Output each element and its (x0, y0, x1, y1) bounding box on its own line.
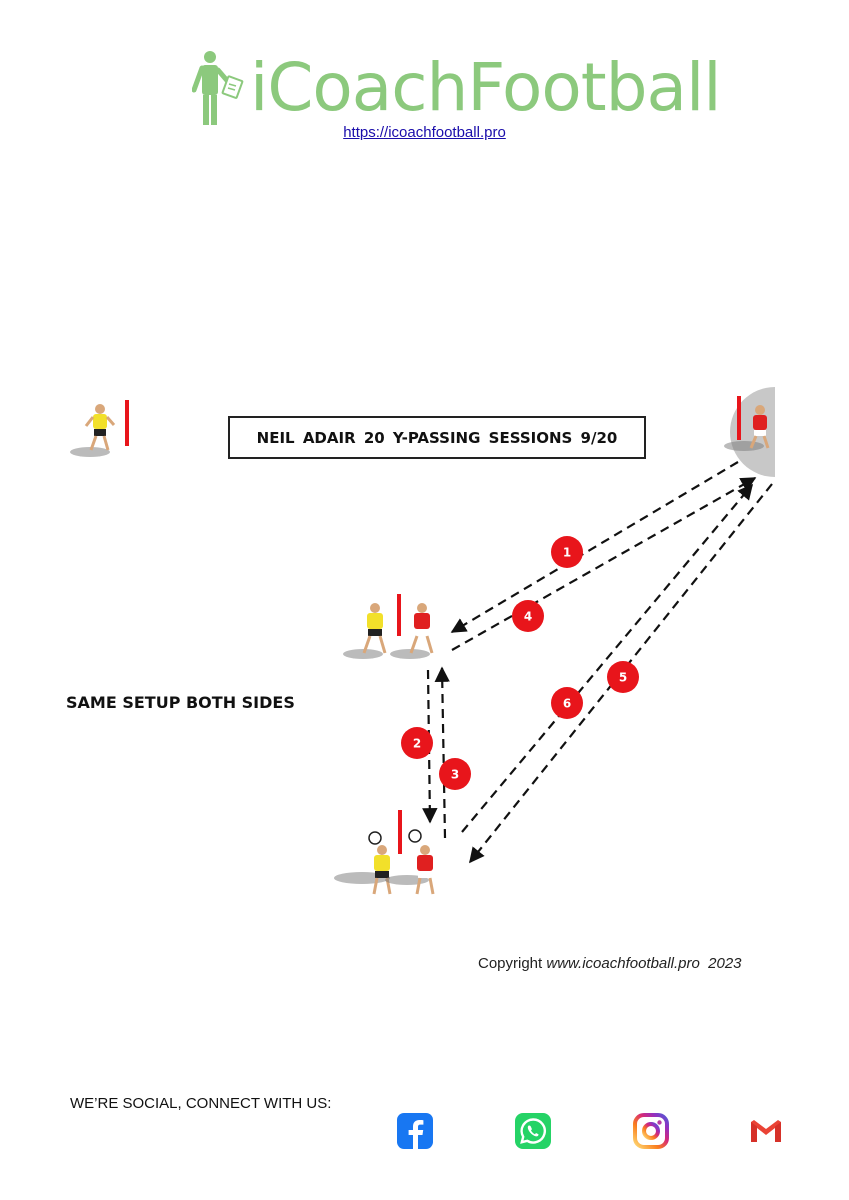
pass-badge-1: 1 (551, 536, 583, 568)
social-label: WE’RE SOCIAL, CONNECT WITH US: (70, 1095, 332, 1112)
site-link[interactable]: https://icoachfootball.pro (343, 124, 506, 141)
marker-pole (398, 810, 402, 854)
pass-arrows (422, 461, 773, 864)
player-red-bottom (385, 829, 435, 895)
player-yellow-bottom (334, 831, 392, 895)
copyright-text: Copyright www.icoachfootball.pro 2023 (478, 955, 742, 972)
coach-with-clipboard-icon (192, 51, 244, 125)
facebook-icon[interactable] (396, 1112, 434, 1150)
player-yellow-topleft (70, 404, 116, 457)
instagram-icon[interactable] (632, 1112, 670, 1150)
copyright-year: 2023 (708, 955, 742, 972)
player-yellow-middle (343, 603, 387, 659)
session-title: NEIL ADAIR 20 Y-PASSING SESSIONS 9/20 (228, 416, 646, 459)
pass-badge-5: 5 (607, 661, 639, 693)
drill-diagram: 1 4 5 6 2 3 .pass-num { fill: #fff; font… (70, 387, 775, 895)
setup-note: SAME SETUP BOTH SIDES (66, 693, 295, 712)
gmail-icon[interactable] (747, 1112, 785, 1150)
pass-badges: 1 4 5 6 2 3 (401, 536, 639, 790)
svg-text:2: 2 (413, 737, 421, 751)
copyright-url: www.icoachfootball.pro (546, 955, 700, 972)
svg-text:5: 5 (619, 671, 627, 685)
svg-text:1: 1 (563, 546, 571, 560)
marker-poles (125, 396, 741, 854)
pass-badge-4: 4 (512, 600, 544, 632)
marker-pole (737, 396, 741, 440)
pass-badge-3: 3 (439, 758, 471, 790)
copyright-prefix: Copyright (478, 955, 547, 972)
brand-name: iCoachFootball (250, 49, 722, 126)
svg-text:3: 3 (451, 768, 459, 782)
player-red-middle (390, 603, 434, 659)
pass-arrow-3 (434, 666, 450, 839)
pass-arrow-1 (450, 461, 739, 633)
svg-text:4: 4 (524, 610, 532, 624)
pass-badge-2: 2 (401, 727, 433, 759)
player-zone-circle (730, 387, 775, 477)
player-red-topright (724, 405, 770, 451)
pass-badge-6: 6 (551, 687, 583, 719)
pass-arrow-6 (461, 483, 753, 833)
marker-pole (125, 400, 129, 446)
svg-text:6: 6 (563, 697, 571, 711)
marker-pole (397, 594, 401, 636)
pass-arrow-4 (451, 477, 757, 651)
whatsapp-icon[interactable] (514, 1112, 552, 1150)
